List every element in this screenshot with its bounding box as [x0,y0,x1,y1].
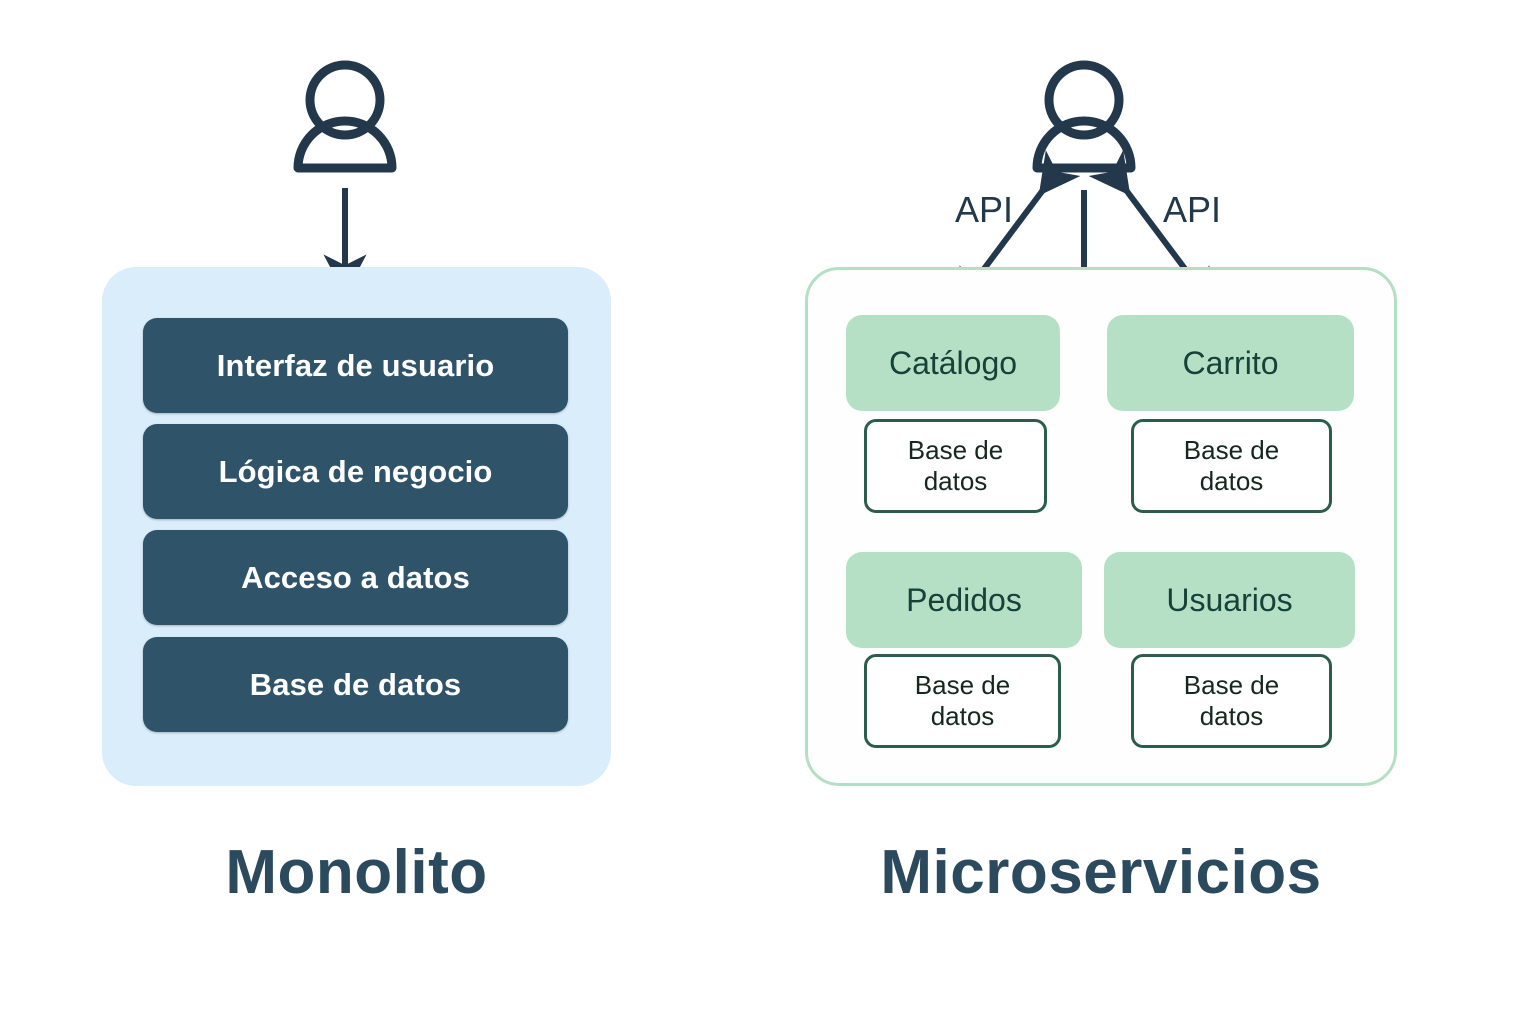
service-name-label: Carrito [1182,344,1279,381]
caption-microservicios: Microservicios [880,838,1322,907]
monolith-layer-base-de-datos[interactable]: Base de datos [143,637,568,732]
caption-monolito: Monolito [225,838,488,907]
monolith-layer-label: Interfaz de usuario [216,347,495,383]
monolith-layer-interfaz-de-usuario[interactable]: Interfaz de usuario [143,318,568,413]
monolith-layer-logica-de-negocio[interactable]: Lógica de negocio [143,424,568,519]
monolith-layer-label: Lógica de negocio [218,453,493,489]
api-label-right: API [1163,189,1222,230]
api-label-left: API [955,189,1014,230]
service-card-usuarios[interactable]: Usuarios [1104,552,1355,648]
user-icon-monolith [293,60,397,173]
service-card-pedidos[interactable]: Pedidos [846,552,1082,648]
service-card-carrito[interactable]: Carrito [1107,315,1354,411]
monolith-layer-acceso-a-datos[interactable]: Acceso a datos [143,530,568,625]
monolith-layer-label: Base de datos [249,666,462,702]
service-name-label: Catálogo [888,344,1018,381]
monolith-layer-label: Acceso a datos [241,559,470,595]
user-icon-microservices [1032,60,1136,173]
service-name-label: Pedidos [906,581,1022,618]
service-name-label: Usuarios [1166,581,1293,618]
service-card-catalogo[interactable]: Catálogo [846,315,1060,411]
